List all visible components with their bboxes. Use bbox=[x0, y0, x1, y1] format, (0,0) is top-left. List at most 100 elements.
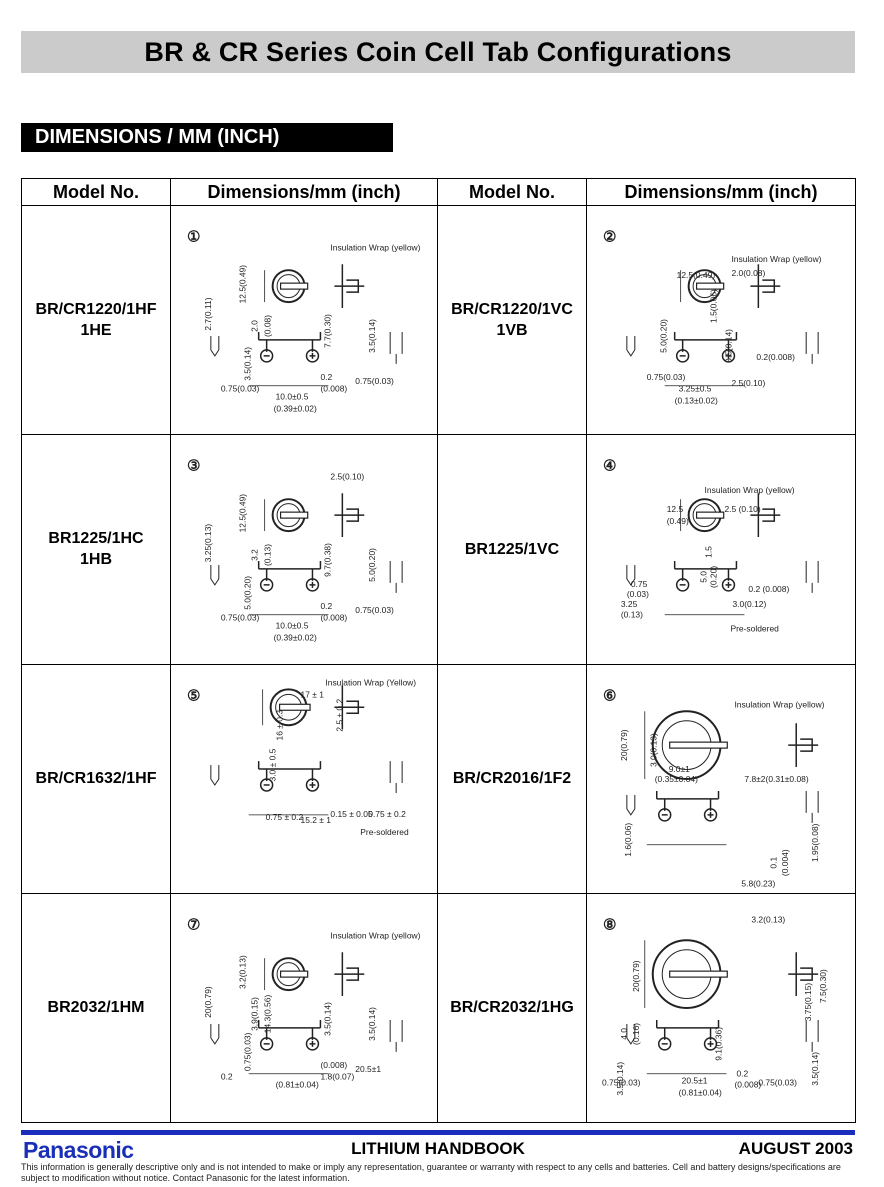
cell-side-view bbox=[334, 684, 365, 729]
dimension-label: 1.95(0.08) bbox=[810, 823, 820, 862]
model-variant: 1VB bbox=[496, 322, 528, 340]
pin-detail bbox=[210, 335, 220, 357]
dimension-label: 5.0(0.20) bbox=[659, 319, 669, 353]
plus-sign-icon bbox=[707, 811, 714, 818]
negative-terminal-icon bbox=[675, 578, 690, 592]
model-cell: BR2032/1HM bbox=[21, 892, 171, 1124]
dimension-label: (0.008) bbox=[320, 613, 347, 623]
dimension-label: (0.81±0.04) bbox=[276, 1079, 319, 1089]
model-name: BR/CR1632/1HF bbox=[35, 770, 157, 788]
dimension-label: 7.5(0.30) bbox=[818, 969, 828, 1003]
negative-terminal-icon bbox=[657, 1036, 672, 1051]
dimension-label: (0.13) bbox=[263, 544, 273, 566]
cell-front-view bbox=[673, 331, 738, 352]
dimension-label: 0.75 ± 0.2 bbox=[266, 811, 304, 821]
dimension-label: (0.39±0.02) bbox=[274, 633, 317, 643]
dimension-label: 0.75(0.03) bbox=[221, 613, 260, 623]
dimension-label: 1.8(0.07) bbox=[320, 1071, 354, 1081]
table-header-row: Model No. Dimensions/mm (inch) Model No.… bbox=[21, 178, 856, 206]
pin-side-detail bbox=[805, 790, 819, 823]
plus-sign-icon bbox=[725, 352, 732, 359]
dimension-label: 1.5(0.06) bbox=[709, 289, 719, 323]
dimension-label: 5.0(0.20) bbox=[367, 548, 377, 582]
pin-side-detail bbox=[389, 1019, 403, 1052]
tab-top-view bbox=[695, 282, 725, 290]
dimension-label: Insulation Wrap (yellow) bbox=[705, 485, 795, 495]
section-header: DIMENSIONS / MM (INCH) bbox=[21, 123, 393, 152]
footer-rule bbox=[21, 1130, 855, 1135]
plus-sign-icon bbox=[725, 582, 732, 589]
dimension-label: 1.5 bbox=[704, 546, 714, 558]
cell-side-view bbox=[750, 493, 781, 538]
positive-terminal-icon bbox=[305, 777, 320, 792]
dimension-label: 3.25±0.5 bbox=[679, 384, 712, 394]
dimension-label: 3.0(0.12) bbox=[732, 599, 766, 609]
model-name: BR/CR2032/1HG bbox=[450, 999, 574, 1017]
dimension-label: 9.0±1 bbox=[669, 764, 690, 774]
dimension-label: 3.0 ± 0.5 bbox=[268, 748, 278, 781]
negative-terminal-icon bbox=[259, 578, 274, 592]
dimension-label: 4.0 bbox=[619, 1027, 629, 1039]
dimension-label: 3.9(0.15) bbox=[250, 997, 260, 1031]
dimension-label: 3.2 bbox=[250, 549, 260, 561]
dimension-label: (0.39±0.02) bbox=[274, 404, 317, 414]
dimension-label: 0.15 ± 0.05 bbox=[330, 808, 373, 818]
dimension-label: 3.5(0.14) bbox=[322, 1002, 332, 1036]
dimension-label: 0.75(0.03) bbox=[758, 1077, 797, 1087]
model-name: BR/CR2016/1F2 bbox=[452, 770, 572, 788]
plus-sign-icon bbox=[309, 582, 316, 589]
dimension-label: 0.2 bbox=[320, 372, 332, 382]
diagram-number: ① bbox=[187, 228, 200, 245]
dimension-label: 2.5(0.10) bbox=[330, 472, 364, 482]
diagram-number: ④ bbox=[603, 458, 616, 475]
cell-front-view bbox=[257, 760, 322, 781]
tab-top-view bbox=[669, 741, 728, 749]
dimension-label: (0.16) bbox=[631, 1022, 641, 1044]
cell-side-view bbox=[788, 951, 819, 996]
dimension-label: 2.7(0.11) bbox=[203, 297, 213, 330]
positive-terminal-icon bbox=[305, 349, 320, 363]
dimension-label: 5.8(0.23) bbox=[741, 878, 775, 888]
pin-side-detail bbox=[805, 561, 819, 594]
model-variant: 1HB bbox=[79, 551, 112, 569]
dimension-label: 2.5(0.10) bbox=[731, 378, 765, 388]
model-cell: BR/CR2032/1HG bbox=[437, 892, 587, 1124]
dimension-label: 0.75(0.03) bbox=[602, 1077, 641, 1087]
dimension-label: 0.75(0.03) bbox=[355, 605, 394, 615]
dimension-label: 2.5 (0.10) bbox=[724, 504, 760, 514]
dimension-label: 3.2(0.13) bbox=[238, 955, 248, 989]
dimension-label: (0.008) bbox=[320, 1060, 347, 1070]
dimension-label: 17 ± 1 bbox=[301, 689, 325, 699]
diagram-number: ⑦ bbox=[187, 916, 200, 933]
dimension-label: 20(0.79) bbox=[631, 960, 641, 992]
dimension-label: 1.6(0.06) bbox=[623, 822, 633, 856]
model-cell: BR/CR1220/1VC 1VB bbox=[437, 204, 587, 436]
negative-terminal-icon bbox=[259, 1036, 274, 1051]
positive-terminal-icon bbox=[703, 807, 718, 822]
dimension-label: 9.7(0.38) bbox=[322, 543, 332, 577]
dimension-label: 15.2 ± 1 bbox=[301, 814, 332, 824]
cell-front-view bbox=[257, 331, 322, 352]
dimension-label: 5.0 bbox=[699, 571, 709, 583]
cell-front-view bbox=[257, 561, 322, 582]
dimension-label: (0.35±0.04) bbox=[655, 773, 698, 783]
title-bar: BR & CR Series Coin Cell Tab Configurati… bbox=[21, 31, 855, 73]
dimension-label: 0.2 bbox=[320, 601, 332, 611]
model-name: BR/CR1220/1VC bbox=[451, 301, 573, 319]
tab-top-view bbox=[279, 282, 309, 290]
dimension-label: (0.08) bbox=[263, 315, 273, 337]
dimension-label: 3.0(0.13) bbox=[649, 733, 659, 767]
diagram-number: ⑥ bbox=[603, 687, 616, 704]
diagram-3: ③2.5(0.10)12.5(0.49)3.25(0.13)3.2(0.13)9… bbox=[187, 458, 403, 643]
dimensions-table: Model No. Dimensions/mm (inch) Model No.… bbox=[21, 178, 856, 1124]
dimension-label: 20.5±1 bbox=[682, 1075, 708, 1085]
model-cell: BR1225/1VC bbox=[437, 434, 587, 665]
